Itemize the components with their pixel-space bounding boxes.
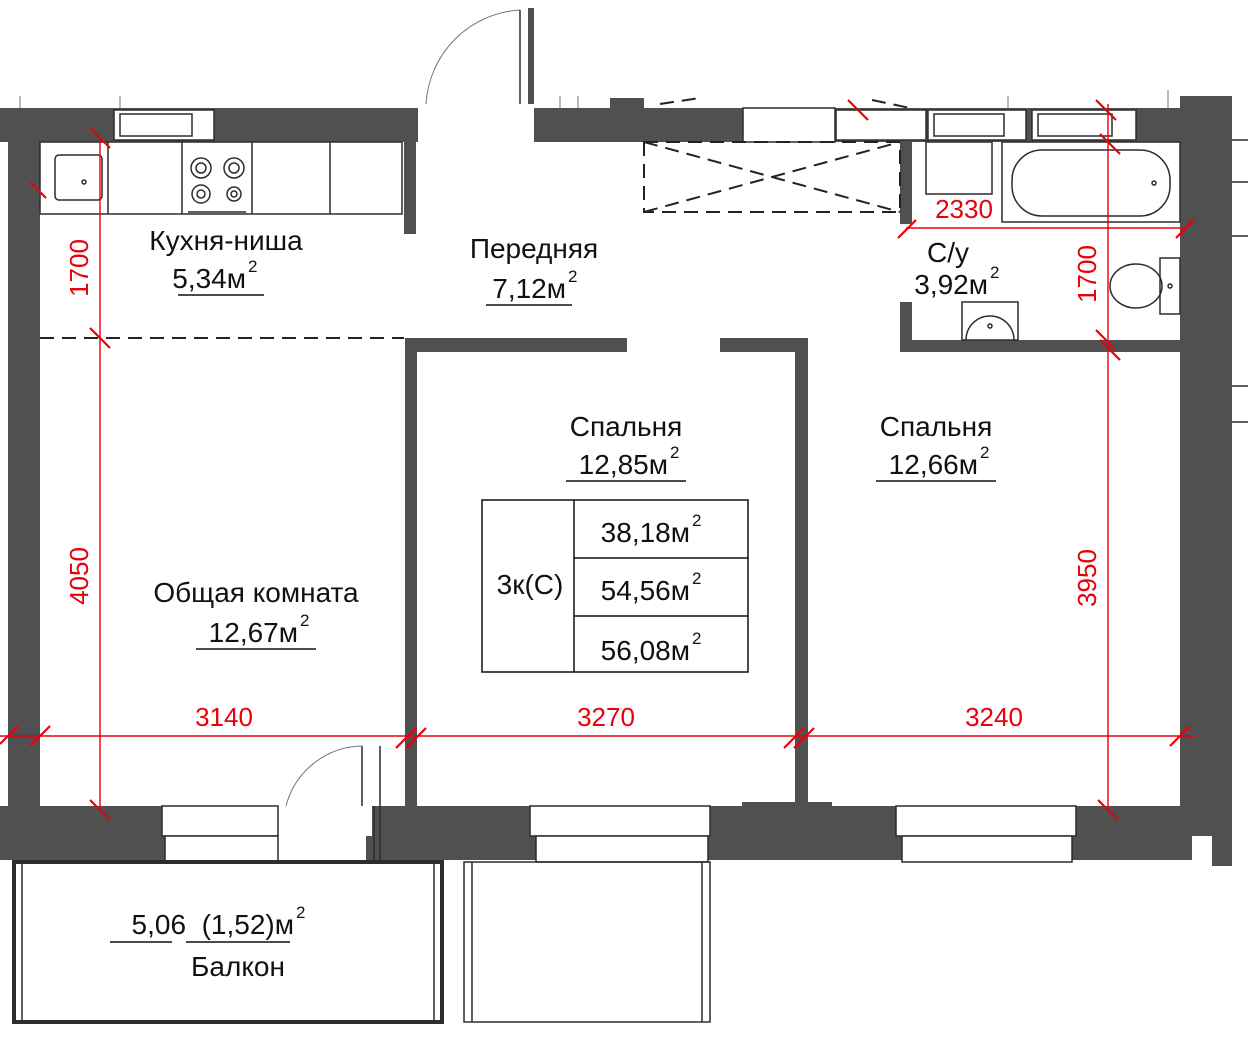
bedroom-right-area-sup: 2	[980, 443, 989, 462]
bedroom-mid-area: 12,85м	[579, 449, 668, 480]
windows	[113, 107, 1137, 863]
dim-right-top: 1700	[1072, 245, 1102, 303]
bath-fixtures	[925, 141, 1181, 341]
summary-area-3-sup: 2	[692, 629, 701, 648]
doors	[19, 9, 1169, 860]
bath-area: 3,92м	[914, 269, 988, 300]
bedroom-mid-name: Спальня	[570, 411, 683, 442]
toilet-icon	[1109, 257, 1181, 315]
bath-name: С/у	[927, 237, 969, 268]
living-name: Общая комната	[153, 577, 359, 608]
hall-name: Передняя	[470, 233, 598, 264]
kitchen-fixtures	[39, 141, 403, 215]
stove-icon	[188, 157, 246, 213]
summary-area-1: 38,18м	[601, 517, 690, 548]
balcony-name: Балкон	[191, 951, 285, 982]
kitchen-area-sup: 2	[248, 257, 257, 276]
dim-bottom-mid: 3270	[577, 702, 635, 732]
dim-bottom-left: 3140	[195, 702, 253, 732]
bedroom-right-area: 12,66м	[889, 449, 978, 480]
hall-area-sup: 2	[568, 267, 577, 286]
dim-bottom-right: 3240	[965, 702, 1023, 732]
dimension-labels: 1700 4050 3140 3270 3240 2330 1700 3950	[64, 194, 1102, 732]
summary-area-1-sup: 2	[692, 511, 701, 530]
dimension-lines	[0, 99, 1196, 821]
dim-left-main: 4050	[64, 547, 94, 605]
area-summary-table	[481, 499, 749, 673]
room-labels: Кухня-ниша 5,34м 2 Передняя 7,12м 2 С/у …	[110, 225, 999, 982]
kitchen-name: Кухня-ниша	[149, 225, 303, 256]
exterior-marks	[1232, 139, 1248, 423]
dim-bath-width: 2330	[935, 194, 993, 224]
living-area: 12,67м	[209, 617, 298, 648]
apartment-type: 3к(С)	[497, 569, 564, 600]
ventilation-shaft	[643, 97, 911, 213]
dim-right-main: 3950	[1072, 549, 1102, 607]
dim-left-top: 1700	[64, 239, 94, 297]
summary-area-2-sup: 2	[692, 569, 701, 588]
balcony-area-sup: 2	[296, 903, 305, 922]
bedroom-right-name: Спальня	[880, 411, 993, 442]
living-area-sup: 2	[300, 611, 309, 630]
balconies	[12, 860, 711, 1024]
sink-icon	[961, 301, 1019, 341]
summary-area-2: 54,56м	[601, 575, 690, 606]
hall-area: 7,12м	[492, 273, 566, 304]
bedroom-mid-area-sup: 2	[670, 443, 679, 462]
balcony-area: 5,06 (1,52)м	[132, 909, 294, 940]
kitchen-area: 5,34м	[172, 263, 246, 294]
summary-area-3: 56,08м	[601, 635, 690, 666]
bath-area-sup: 2	[990, 263, 999, 282]
summary-labels: 3к(С) 38,18м 2 54,56м 2 56,08м 2	[497, 511, 702, 666]
